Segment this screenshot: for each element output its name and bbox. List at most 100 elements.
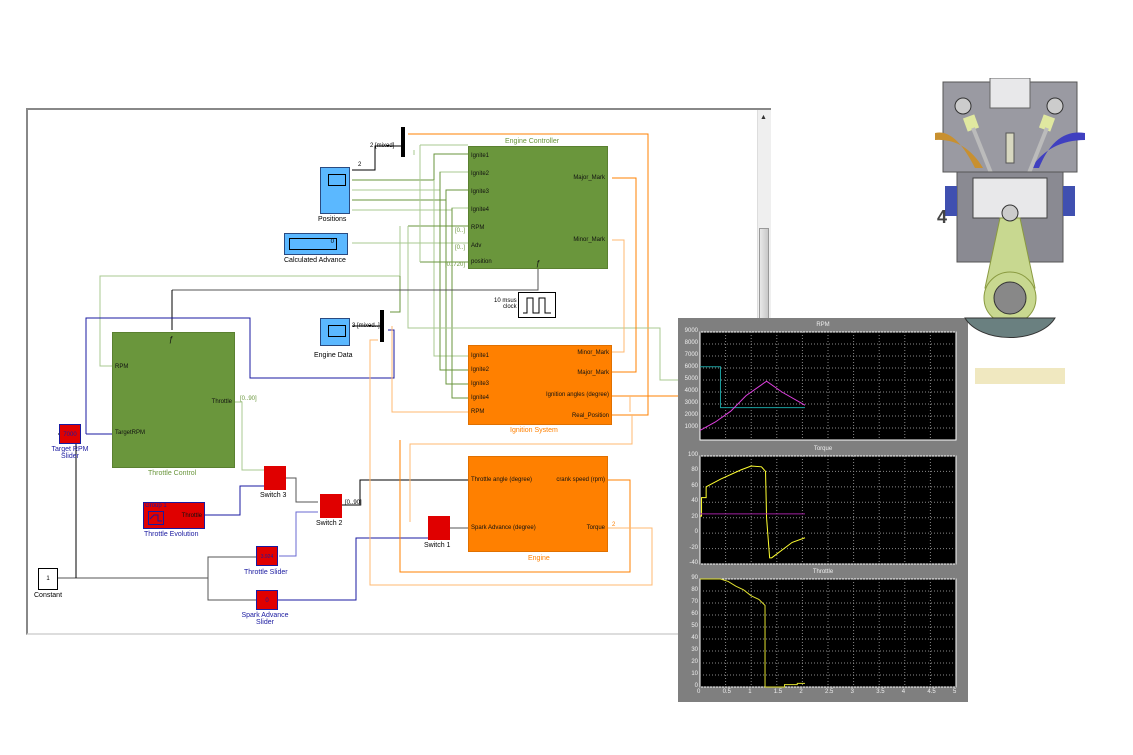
signal-mux-engine: 3 [mixed..] (352, 323, 380, 329)
plot-title-torque: Torque (813, 446, 833, 452)
y-tick-label: 8000 (684, 340, 698, 346)
port-ignite2: Ignite2 (471, 171, 490, 177)
y-tick-label: 7000 (684, 352, 698, 358)
scope-screen-icon (328, 325, 346, 337)
y-tick-label: 60 (691, 482, 698, 489)
wire-rpm-feedback (99, 226, 401, 367)
switch-1-label: Switch 1 (424, 542, 451, 549)
throttle-slider-label: Throttle Slider (244, 569, 288, 576)
engine-data-label: Engine Data (314, 352, 353, 359)
switch-2[interactable] (320, 494, 342, 518)
signal-torque-port: 2 (612, 522, 616, 528)
port-rpm: RPM (471, 409, 485, 415)
y-tick-label: 4000 (684, 388, 698, 394)
throttle-slider[interactable]: 3.924 (256, 546, 278, 566)
switch-2-label: Switch 2 (316, 520, 343, 527)
y-tick-label: 90 (691, 575, 698, 581)
spark-advance-label-line2: Slider (256, 619, 274, 626)
engine-cutaway-illustration: 4 (935, 78, 1085, 384)
vertical-scrollbar[interactable]: ▲ (757, 110, 771, 320)
y-tick-label: 9000 (684, 328, 698, 334)
port-ignite4: Ignite4 (471, 395, 490, 401)
y-tick-label: 5000 (684, 376, 698, 382)
group-label: Group 1 (145, 503, 167, 509)
ignition-system-title: Ignition System (510, 427, 558, 434)
signal-adv-range: [0..] (455, 245, 466, 251)
constant-label: Constant (34, 592, 63, 599)
pulse-icon (523, 297, 551, 314)
port-real-position: Real_Position (571, 413, 609, 419)
switch-3-label: Switch 3 (260, 492, 287, 499)
signal-positions-in: 2 (358, 162, 362, 168)
ignition-system-block[interactable]: Ignite1 Ignite2 Ignite3 Ignite4 RPM Mino… (468, 345, 612, 425)
y-tick-label: 6000 (684, 364, 698, 370)
y-tick-label: 20 (691, 659, 698, 665)
trigger-icon: ƒ (169, 335, 174, 344)
y-tick-label: 0 (694, 683, 698, 689)
calculated-advance-display[interactable]: 0 (284, 233, 348, 255)
engine-block[interactable]: Throttle angle (degree) Spark Advance (d… (468, 456, 608, 552)
series-throttle (700, 578, 805, 688)
signal-position-range: [0..720] (445, 262, 466, 268)
y-tick-label: 10 (691, 671, 698, 677)
x-tick-label: 2.5 (825, 689, 834, 695)
scroll-up-arrow-icon[interactable]: ▲ (760, 114, 767, 121)
port-ignite3: Ignite3 (471, 381, 490, 387)
port-major-mark: Major_Mark (573, 175, 605, 181)
signal-rpm-range: [0..] (455, 228, 466, 234)
signal-builder-icon (148, 511, 164, 525)
signal-mux-top: 2 [mixed] (370, 143, 395, 149)
signal-switch2-range: [0..90] (345, 500, 362, 506)
y-tick-label: 70 (691, 599, 698, 605)
y-tick-label: 100 (687, 452, 698, 458)
port-minor-mark: Minor_Mark (577, 350, 609, 356)
port-ignite2: Ignite2 (471, 367, 490, 373)
clock-label-line2: clock (503, 304, 517, 310)
scope-screen-icon (328, 174, 346, 186)
port-ignite1: Ignite1 (471, 153, 490, 159)
wire-real-position (408, 133, 649, 416)
stroke-number: 4 (937, 207, 947, 227)
throttle-control-block[interactable]: RPM TargetRPM Throttle ƒ (112, 332, 235, 468)
y-tick-label: 30 (691, 647, 698, 653)
port-spark-advance: Spark Advance (degree) (471, 525, 536, 531)
y-tick-label: -20 (689, 544, 698, 551)
throttle-evolution-label: Throttle Evolution (144, 531, 199, 538)
calculated-advance-label: Calculated Advance (284, 257, 346, 264)
x-tick-label: 0.5 (722, 689, 731, 695)
engine-controller-block[interactable]: Ignite1 Ignite2 Ignite3 Ignite4 RPM Adv … (468, 146, 608, 269)
y-tick-label: 0 (694, 529, 698, 536)
switch-1[interactable] (428, 516, 450, 540)
positions-label: Positions (318, 216, 347, 223)
port-minor-mark: Minor_Mark (573, 237, 605, 243)
x-tick-label: 0 (697, 689, 701, 695)
engine-data-scope-block[interactable] (320, 318, 350, 346)
series-target (700, 366, 805, 409)
constant-block[interactable]: 1 (38, 568, 58, 590)
port-throttle: Throttle (181, 513, 202, 519)
port-ignite1: Ignite1 (471, 353, 490, 359)
port-throttle: Throttle (211, 399, 232, 405)
target-rpm-label-line1: Target RPM (51, 446, 89, 453)
spark-advance-slider[interactable]: 0 (256, 590, 278, 610)
engine-title: Engine (528, 555, 550, 562)
port-rpm: RPM (115, 364, 129, 370)
target-rpm-slider[interactable]: 7000 (59, 424, 81, 444)
port-major-mark: Major_Mark (577, 370, 609, 376)
throttle-evolution-block[interactable]: Group 1 Throttle (143, 502, 205, 529)
port-rpm: RPM (471, 225, 485, 231)
port-crank-speed: crank speed (rpm) (556, 477, 605, 483)
clock-block[interactable] (518, 292, 556, 318)
calculated-advance-value: 0 (289, 238, 337, 250)
positions-scope-block[interactable] (320, 167, 350, 214)
switch-3[interactable] (264, 466, 286, 490)
plot-title-rpm: RPM (816, 322, 830, 328)
port-target-rpm: TargetRPM (115, 430, 146, 436)
y-tick-label: 3000 (684, 400, 698, 406)
engine-controller-title: Engine Controller (505, 138, 560, 145)
series-rpm (699, 380, 806, 431)
y-tick-label: 50 (691, 623, 698, 629)
